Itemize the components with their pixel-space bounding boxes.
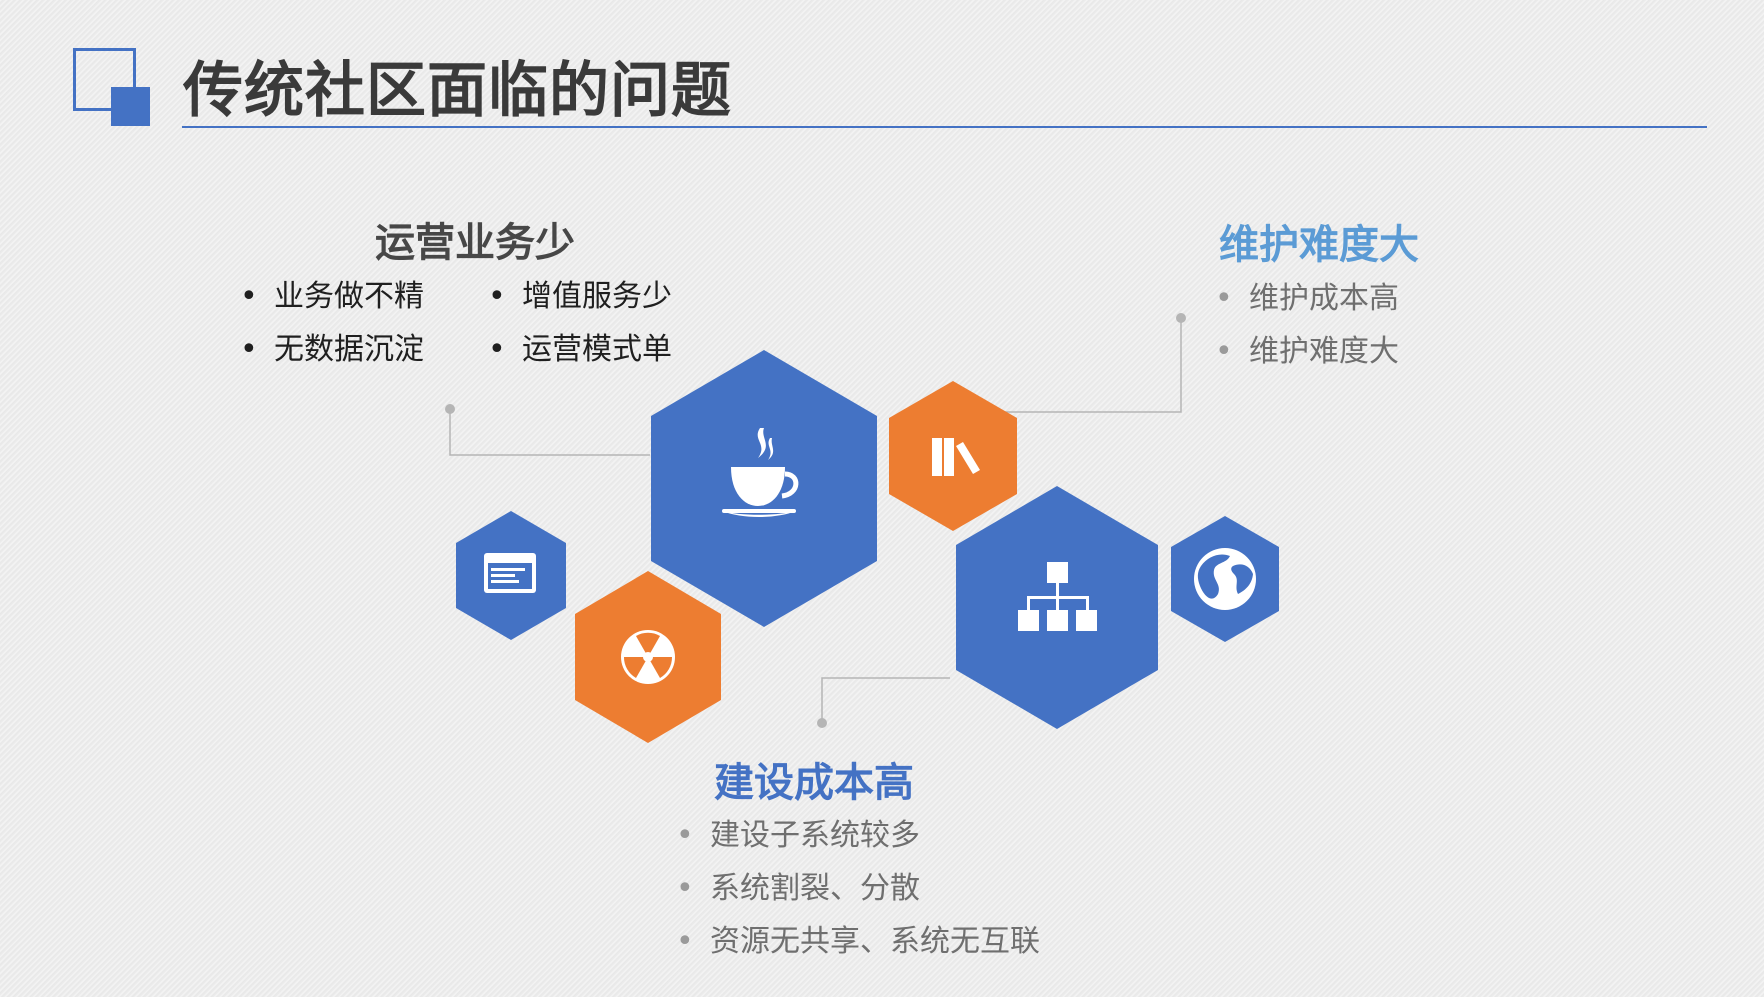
maintenance-item: 维护成本高 — [1215, 272, 1399, 325]
hexagon-hierarchy — [956, 486, 1158, 729]
globe-icon — [1194, 548, 1256, 610]
operation-item: 无数据沉淀 — [240, 323, 424, 376]
connector-construction — [821, 677, 950, 723]
hexagon-radiation — [575, 571, 721, 743]
web-window-icon — [484, 553, 536, 593]
connector-dot-operation — [445, 404, 455, 414]
maintenance-heading: 维护难度大 — [1219, 222, 1419, 268]
operation-item: 增值服务少 — [488, 270, 672, 323]
connector-operation — [449, 409, 650, 456]
maintenance-list: 维护成本高 维护难度大 — [1215, 272, 1399, 378]
operation-list-right: 增值服务少 运营模式单 — [488, 270, 672, 376]
connector-maintenance — [995, 318, 1182, 413]
hexagon-globe — [1171, 516, 1279, 642]
hexagon-coffee-cup — [651, 350, 877, 627]
hexagon-web-window — [456, 511, 566, 640]
coffee-cup-icon — [722, 428, 799, 517]
operation-heading: 运营业务少 — [375, 220, 575, 266]
radiation-icon — [621, 630, 675, 684]
logo-square-filled — [111, 87, 150, 126]
title-divider — [182, 126, 1707, 128]
hexagon-books — [889, 381, 1017, 531]
connector-dot-construction — [817, 718, 827, 728]
operation-list-left: 业务做不精 无数据沉淀 — [240, 270, 424, 376]
construction-heading: 建设成本高 — [714, 760, 914, 806]
operation-item: 业务做不精 — [240, 270, 424, 323]
operation-item: 运营模式单 — [488, 323, 672, 376]
hierarchy-icon — [1018, 562, 1097, 631]
page-title: 传统社区面临的问题 — [183, 56, 732, 126]
logo-square-outline — [73, 48, 136, 111]
connector-dot-maintenance — [1176, 313, 1186, 323]
construction-list: 建设子系统较多 系统割裂、分散 资源无共享、系统无互联 — [676, 809, 1040, 968]
construction-item: 系统割裂、分散 — [676, 862, 1040, 915]
maintenance-item: 维护难度大 — [1215, 325, 1399, 378]
connector-lines — [449, 318, 1182, 723]
construction-item: 建设子系统较多 — [676, 809, 1040, 862]
books-icon — [932, 438, 980, 476]
construction-item: 资源无共享、系统无互联 — [676, 915, 1040, 968]
